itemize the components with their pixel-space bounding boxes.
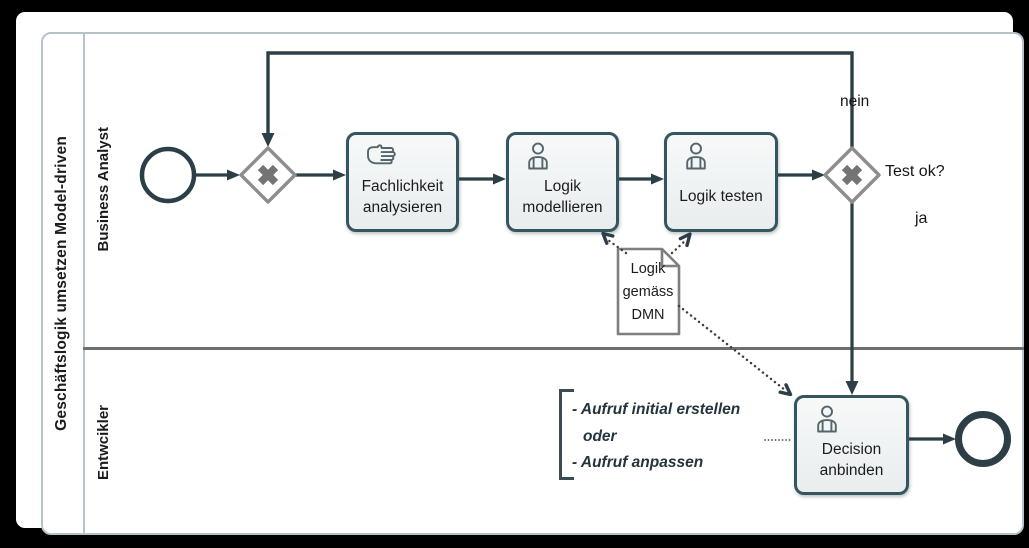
annotation-bracket — [559, 389, 574, 480]
lane-label-entwickler: Entwcikler — [94, 404, 112, 481]
lane-entwickler: Entwcikler — [85, 350, 121, 535]
flow-label-ja: ja — [915, 210, 928, 227]
task-logik-testen: Logik testen — [664, 132, 778, 232]
task-label: Fachlichkeit analysieren — [361, 177, 444, 216]
user-task-person-icon — [686, 142, 706, 170]
user-task-person-icon — [527, 142, 548, 170]
task-logik-modellieren: Logik modellieren — [506, 132, 619, 232]
task-label: Decision anbinden — [819, 440, 884, 479]
annotation-line-1: - Aufruf initial erstellen — [572, 401, 741, 418]
task-label: Logik modellieren — [522, 177, 603, 216]
task-label: Logik testen — [679, 188, 763, 205]
text-annotation: - Aufruf initial erstellen oder - Aufruf… — [559, 389, 767, 480]
flow-label-nein: nein — [840, 93, 870, 110]
annotation-text: - Aufruf initial erstellen oder - Aufruf… — [572, 397, 740, 477]
lane-label-business-analyst: Business Analyst — [94, 127, 112, 252]
task-decision-anbinden: Decision anbinden — [794, 395, 909, 495]
lane-divider — [83, 347, 1024, 350]
diagram-canvas: Geschäftslogik umsetzen Model-driven Bus… — [16, 12, 1024, 535]
annotation-line-2: oder — [583, 427, 617, 445]
pool-title-column: Geschäftslogik umsetzen Model-driven — [41, 32, 85, 535]
data-object-label: Logik gemäss DMN — [622, 261, 674, 323]
task-fachlichkeit-analysieren: Fachlichkeit analysieren — [346, 132, 459, 232]
annotation-line-3: - Aufruf anpassen — [572, 454, 704, 471]
gateway-question-label: Test ok? — [885, 163, 945, 180]
pool-title: Geschäftslogik umsetzen Model-driven — [53, 136, 70, 431]
manual-task-hand-icon — [366, 144, 396, 165]
user-task-person-icon — [816, 405, 837, 433]
lane-business-analyst: Business Analyst — [85, 32, 121, 347]
